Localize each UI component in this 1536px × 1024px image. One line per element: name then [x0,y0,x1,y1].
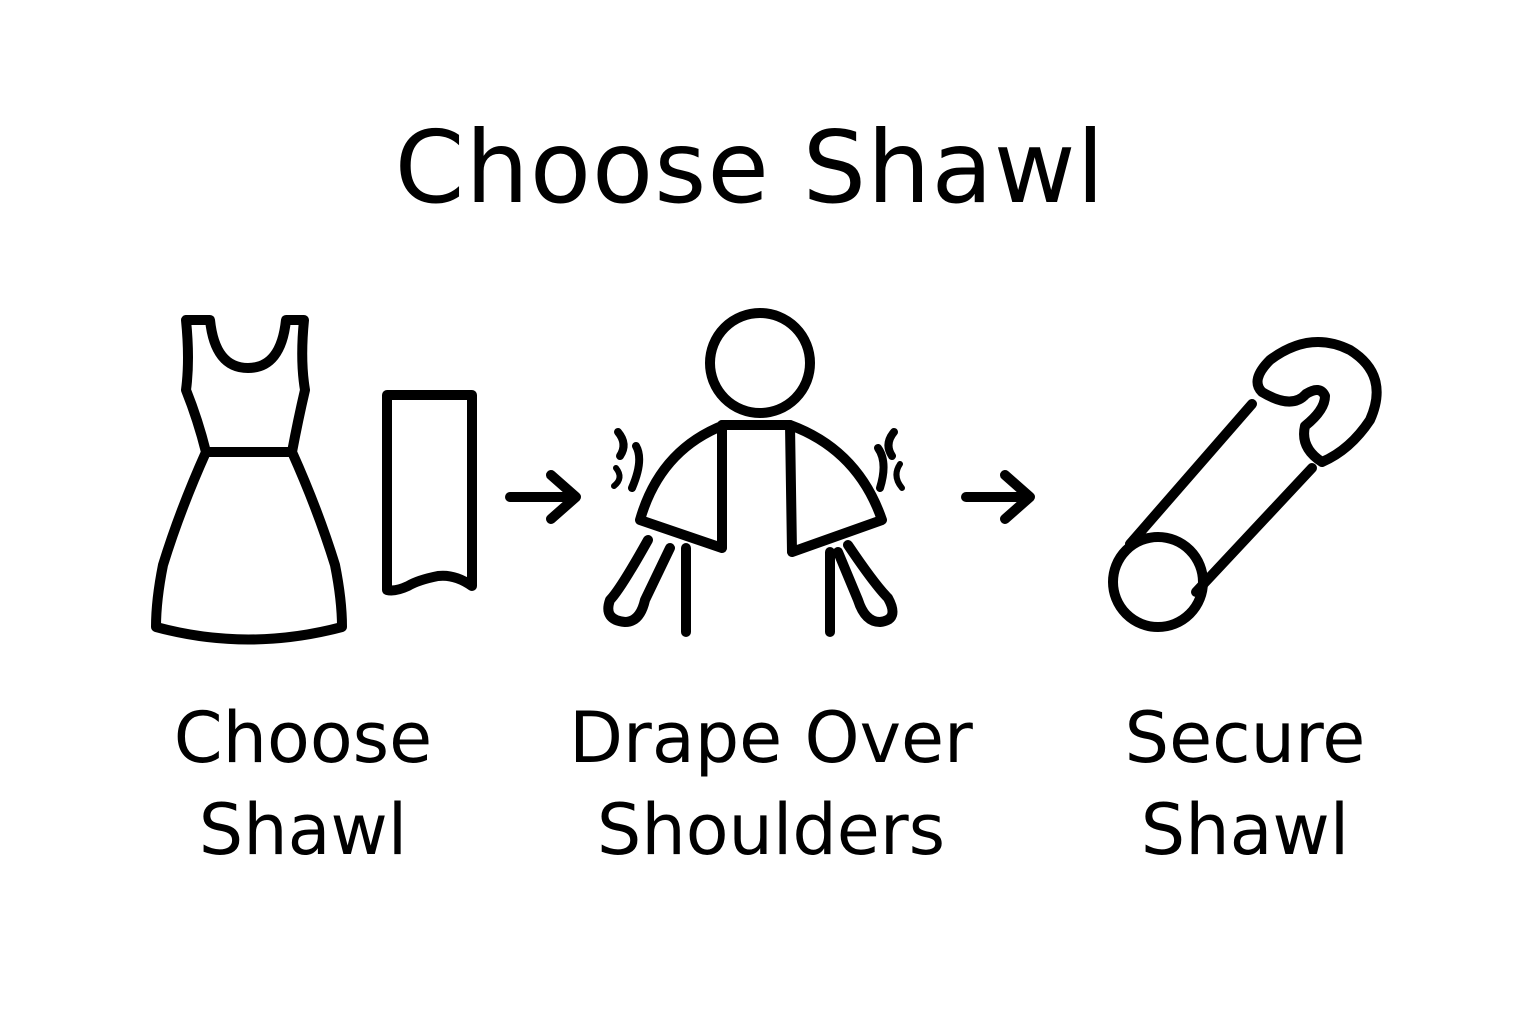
step-label-drape-over-shoulders: Drape Over Shoulders [546,692,996,876]
person-with-shawl-icon [603,308,905,637]
step-label-secure-shawl: Secure Shawl [1065,692,1425,876]
arrow-right-icon [505,470,581,524]
step-label-choose-shawl: Choose Shawl [128,692,478,876]
step-label-line: Shawl [198,789,408,871]
shawl-icon [382,390,477,596]
step-label-line: Shoulders [596,789,946,871]
diagram-title: Choose Shawl [394,109,1106,226]
step-label-line: Drape Over [569,697,973,779]
safety-pin-icon [1108,337,1382,632]
dress-icon [151,315,347,645]
step-label-line: Secure [1124,697,1366,779]
step-label-line: Shawl [1140,789,1350,871]
step-label-line: Choose [173,697,433,779]
arrow-right-icon [961,470,1035,524]
